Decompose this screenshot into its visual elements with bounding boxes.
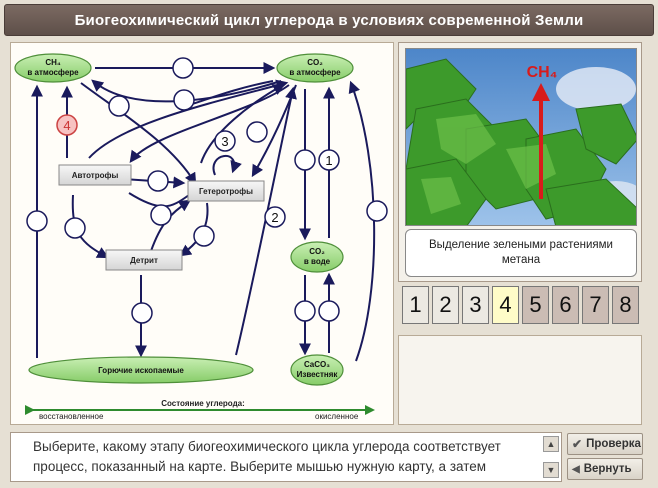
marker-4[interactable]: 4 [56, 114, 78, 136]
back-button[interactable]: ◀ Вернуть [567, 458, 643, 480]
instructions-text: Выберите, какому этапу биогеохимического… [33, 439, 501, 474]
card-2[interactable]: 2 [432, 286, 459, 324]
svg-text:окисленное: окисленное [315, 412, 359, 421]
card-8[interactable]: 8 [612, 286, 639, 324]
carbon-state-scale: Состояние углерода: восстановленное окис… [25, 399, 375, 421]
heterotrophs-node: Гетеротрофы [187, 180, 265, 202]
card-selector: 1 2 3 4 5 6 7 8 [402, 286, 642, 328]
marker-1[interactable]: 1 [318, 149, 340, 171]
answer-area [398, 335, 642, 425]
marker-2[interactable]: 2 [264, 206, 286, 228]
instructions-box: Выберите, какому этапу биогеохимического… [10, 432, 562, 482]
checkmark-icon: ✔ [572, 437, 583, 451]
svg-text:CO₂: CO₂ [307, 58, 323, 67]
card-3[interactable]: 3 [462, 286, 489, 324]
svg-text:Горючие ископаемые: Горючие ископаемые [98, 366, 184, 375]
co2-water-node: CO₂ в воде [290, 241, 344, 273]
svg-text:Состояние углерода:: Состояние углерода: [161, 399, 245, 408]
scroll-up-button[interactable]: ▲ [543, 436, 559, 452]
leaves-photo: CH₄ [405, 48, 637, 226]
svg-text:CaCO₃: CaCO₃ [304, 360, 330, 369]
card-7[interactable]: 7 [582, 286, 609, 324]
cycle-svg: 4 3 2 1 CH₄ в атмосфере CO₂ в атмосфере … [14, 53, 388, 421]
detritus-node: Детрит [105, 249, 183, 271]
svg-text:CH₄: CH₄ [45, 58, 61, 67]
card-1[interactable]: 1 [402, 286, 429, 324]
svg-text:3: 3 [221, 134, 228, 149]
card-4[interactable]: 4 [492, 286, 519, 324]
svg-text:в атмосфере: в атмосфере [27, 68, 79, 77]
caco3-node: CaCO₃ Известняк [290, 354, 344, 386]
fossil-fuels-node: Горючие ископаемые [28, 356, 254, 384]
svg-text:Гетеротрофы: Гетеротрофы [199, 187, 253, 196]
svg-text:1: 1 [325, 153, 332, 168]
card-preview-panel: CH₄ Выделение зелеными растениями метана [398, 42, 642, 282]
ch4-atmosphere-node: CH₄ в атмосфере [14, 53, 92, 83]
svg-text:2: 2 [271, 210, 278, 225]
svg-text:Известняк: Известняк [297, 370, 339, 379]
back-button-label: Вернуть [583, 463, 632, 475]
process-nodes[interactable] [26, 57, 388, 324]
back-arrow-icon: ◀ [572, 463, 580, 475]
card-6[interactable]: 6 [552, 286, 579, 324]
methane-label: CH₄ [527, 64, 558, 81]
carbon-cycle-diagram: 4 3 2 1 CH₄ в атмосфере CO₂ в атмосфере … [10, 42, 394, 425]
marker-3[interactable]: 3 [214, 130, 236, 152]
scroll-down-button[interactable]: ▼ [543, 462, 559, 478]
svg-text:в атмосфере: в атмосфере [289, 68, 341, 77]
check-button[interactable]: ✔ Проверка [567, 433, 643, 455]
co2-atmosphere-node: CO₂ в атмосфере [276, 53, 354, 83]
card-5[interactable]: 5 [522, 286, 549, 324]
svg-text:Детрит: Детрит [130, 256, 158, 265]
check-button-label: Проверка [586, 438, 641, 450]
window-title: Биогеохимический цикл углерода в условия… [4, 4, 654, 36]
autotrophs-node: Автотрофы [58, 164, 132, 186]
svg-text:восстановленное: восстановленное [39, 412, 104, 421]
svg-text:Автотрофы: Автотрофы [72, 171, 119, 180]
svg-text:CO₂: CO₂ [309, 247, 325, 256]
svg-text:4: 4 [63, 118, 70, 133]
card-caption: Выделение зелеными растениями метана [405, 229, 637, 277]
svg-text:в воде: в воде [304, 257, 331, 266]
